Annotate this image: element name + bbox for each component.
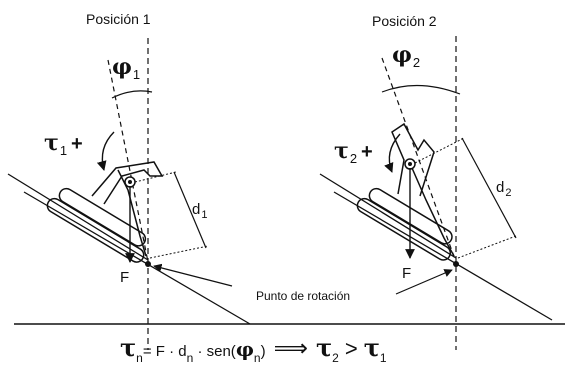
distance-line-2 xyxy=(461,137,517,239)
torque-arrow-1 xyxy=(96,131,115,171)
formula-tau-2-subscript: 2 xyxy=(332,351,339,365)
tau-2-sign: + xyxy=(361,141,373,163)
position-2-group xyxy=(319,36,553,350)
d-2-label: d2 xyxy=(496,180,511,199)
d-2-subscript: 2 xyxy=(505,187,512,199)
pivot-point-1 xyxy=(145,261,151,267)
force-1-label: F xyxy=(120,269,130,286)
d-1-symbol: d xyxy=(192,201,201,218)
formula-tau: τ xyxy=(120,333,137,362)
tau-1-symbol: τ xyxy=(44,130,59,156)
torque-arrow-2 xyxy=(384,133,401,173)
torque-formula: τn= F · dn · sen(φn)⟹τ2>τ1 xyxy=(120,333,387,365)
position-2-title: Posición 2 xyxy=(372,13,437,29)
formula-tau-1: τ xyxy=(363,333,380,362)
angle-arc-1 xyxy=(111,90,153,99)
lever-dotted-bottom-2 xyxy=(457,235,517,259)
formula-equals-force-distance: = F · d xyxy=(142,343,187,360)
phi-1-symbol: φ xyxy=(112,54,132,80)
pivot-label: Punto de rotación xyxy=(256,289,351,303)
phi-1-subscript: 1 xyxy=(132,67,141,82)
skier-figure-2 xyxy=(356,122,455,261)
phi-2-subscript: 2 xyxy=(412,55,421,70)
force-2-label: F xyxy=(402,265,412,282)
slope-2-lower xyxy=(333,191,553,321)
slope-1-lower xyxy=(23,191,251,325)
formula-sine: · sen( xyxy=(193,343,236,360)
phi-2-symbol: φ xyxy=(392,42,412,68)
phi-2-label: φ2 xyxy=(392,44,420,69)
tau-1-subscript: 1 xyxy=(59,143,68,158)
formula-distance-subscript: n xyxy=(186,351,194,365)
position-1-title: Posición 1 xyxy=(86,11,151,27)
lever-dotted-top-1 xyxy=(134,171,177,183)
d-2-symbol: d xyxy=(496,179,505,196)
slope-1-upper xyxy=(7,173,149,261)
phi-1-label: φ1 xyxy=(112,56,140,81)
tau-2-subscript: 2 xyxy=(349,151,358,166)
formula-greater-than: > xyxy=(344,336,358,361)
formula-implies-arrow: ⟹ xyxy=(273,334,309,362)
tilted-reference-1 xyxy=(107,59,149,263)
pivot-pointer-1 xyxy=(153,263,233,287)
formula-tau-subscript: n xyxy=(136,351,143,365)
formula-close-paren: ) xyxy=(260,343,266,360)
tau-2-symbol: τ xyxy=(334,138,349,164)
distance-line-1 xyxy=(173,171,207,249)
angle-arc-2 xyxy=(381,84,461,95)
pivot-pointer-2 xyxy=(395,269,453,295)
position-1-group xyxy=(7,38,251,350)
tau-2-label: τ2+ xyxy=(334,140,373,165)
slope-2-upper xyxy=(319,173,457,259)
lever-dotted-top-2 xyxy=(414,137,465,164)
tau-1-sign: + xyxy=(71,133,83,155)
lever-dotted-bottom-1 xyxy=(149,245,209,259)
formula-phi: φ xyxy=(235,337,254,361)
d-1-label: d1 xyxy=(192,202,207,221)
formula-phi-subscript: n xyxy=(253,351,261,365)
d-1-subscript: 1 xyxy=(201,209,208,221)
skier-figure-1 xyxy=(46,161,164,263)
formula-tau-1-subscript: 1 xyxy=(379,351,387,365)
tau-1-label: τ1+ xyxy=(44,132,83,157)
formula-tau-2: τ xyxy=(316,333,333,362)
pivot-point-2 xyxy=(453,261,459,267)
